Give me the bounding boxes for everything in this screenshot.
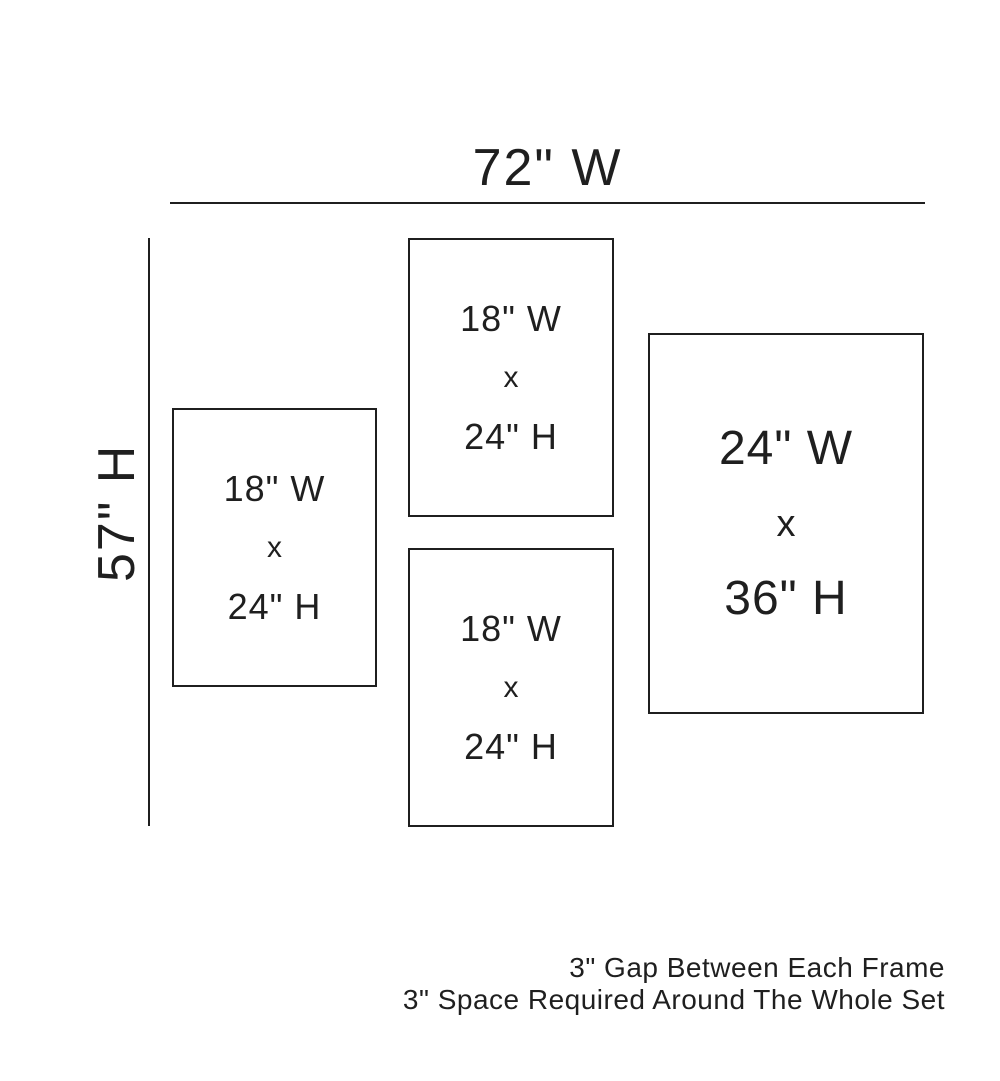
frame-left: 18" W x 24" H	[172, 408, 377, 687]
overall-height-label: 57" H	[88, 443, 146, 582]
frame-top-middle-width-label: 18" W	[460, 297, 562, 339]
frame-right-width-label: 24" W	[718, 421, 854, 475]
frame-left-x-separator: x	[267, 530, 282, 564]
frame-right-height-label: 36" H	[724, 571, 848, 625]
frame-bottom-middle-x-separator: x	[503, 670, 519, 704]
frame-right: 24" W x 36" H	[648, 333, 924, 714]
gap-note: 3" Gap Between Each Frame	[569, 952, 945, 983]
overall-width-dimension-line	[170, 202, 925, 204]
frame-top-middle-height-label: 24" H	[464, 415, 558, 457]
frame-top-middle-x-separator: x	[503, 360, 519, 394]
frame-left-height-label: 24" H	[227, 585, 322, 627]
overall-height-dimension-line	[148, 238, 150, 826]
frame-top-middle: 18" W x 24" H	[408, 238, 614, 517]
frame-right-x-separator: x	[776, 502, 796, 545]
frame-bottom-middle-width-label: 18" W	[460, 607, 562, 649]
frame-bottom-middle: 18" W x 24" H	[408, 548, 614, 827]
frame-bottom-middle-height-label: 24" H	[464, 725, 558, 767]
spacing-notes: 3" Gap Between Each Frame 3" Space Requi…	[403, 952, 945, 1016]
frame-left-width-label: 18" W	[223, 467, 326, 509]
overall-width-label: 72" W	[472, 139, 623, 197]
space-note: 3" Space Required Around The Whole Set	[402, 984, 945, 1016]
